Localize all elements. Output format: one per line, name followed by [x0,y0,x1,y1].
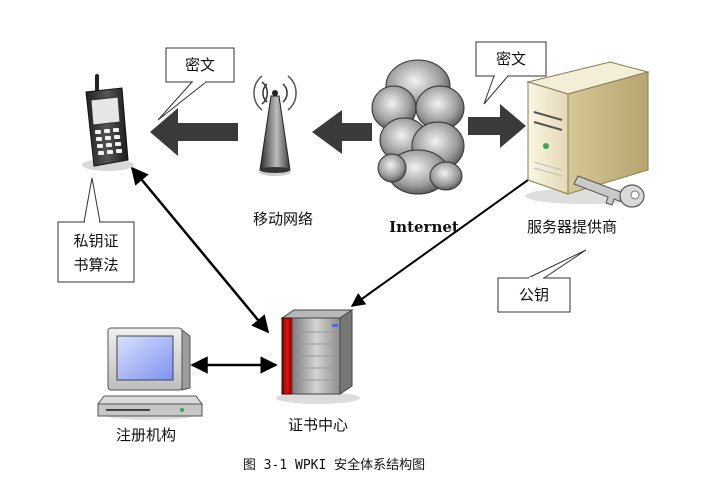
callout-left-ciphertext-text: 密文 [185,56,215,74]
server-icon [525,61,650,204]
line-ca-to-phone [130,166,270,334]
label-registration-authority: 注册机构 [116,426,176,444]
callout-public-key-text: 公钥 [519,286,549,304]
label-service-provider: 服务器提供商 [527,218,617,236]
label-internet: Internet [389,218,459,236]
figure-caption: 图 3-1 WPKI 安全体系结构图 [243,457,425,473]
callout-right-ciphertext-text: 密文 [496,50,526,68]
internet-cloud-icon [371,59,465,195]
callout-right-ciphertext: 密文 [475,41,547,105]
computer-icon [97,327,203,420]
certificate-center-icon [276,309,360,404]
arrow-internet-to-tower [312,110,372,154]
arrow-tower-to-phone [150,108,238,156]
label-certificate-center: 证书中心 [288,416,348,434]
antenna-tower-icon [253,75,297,176]
line-server-to-ca [350,179,529,307]
callout-left-ciphertext: 密文 [157,47,235,121]
callout-private-key-line1: 私钥证 [73,232,118,250]
label-mobile-network: 移动网络 [253,210,313,228]
arrow-internet-to-server [468,104,526,148]
callout-private-key-line2: 书算法 [73,256,118,274]
callout-private-key: 私钥证 书算法 [57,177,135,283]
key-icon [573,175,645,208]
callout-public-key: 公钥 [497,249,587,313]
mobile-phone-icon [82,74,134,171]
